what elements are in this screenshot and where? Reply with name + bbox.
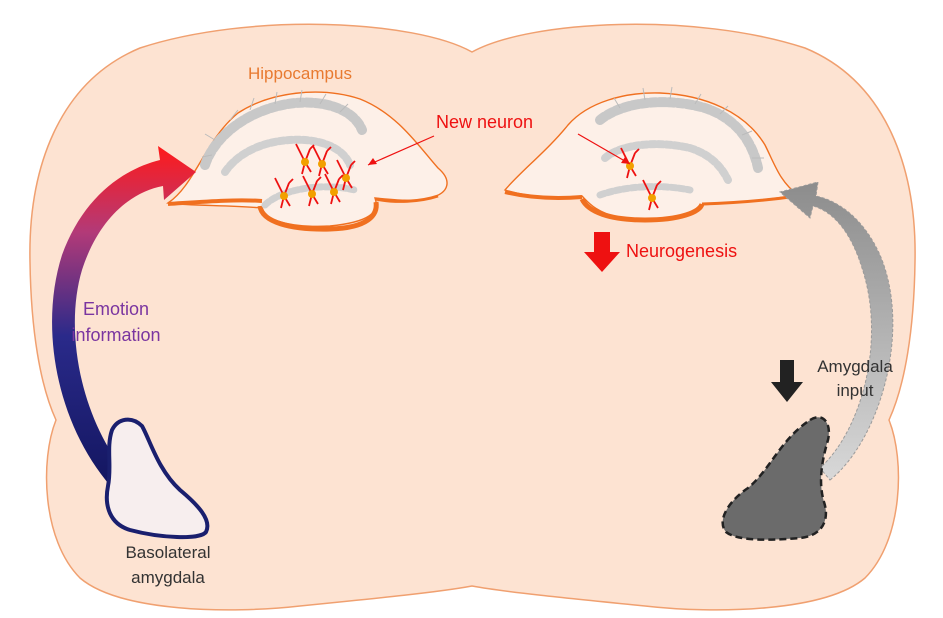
emotion-information-arrow xyxy=(52,146,196,492)
amygdala-input-line1: Amygdala xyxy=(817,357,893,376)
basolateral-amygdala-shape xyxy=(104,417,210,540)
left-hippocampus xyxy=(166,89,448,232)
new-neuron-pointer-right xyxy=(577,133,631,165)
basolateral-line2: amygdala xyxy=(131,568,205,587)
amygdala-input-down-arrow xyxy=(771,360,803,402)
right-hippocampus xyxy=(503,86,800,223)
emotion-information-label: Emotion information xyxy=(56,296,176,348)
neurogenesis-label: Neurogenesis xyxy=(626,241,738,261)
amygdala-input-arrow xyxy=(778,181,894,481)
amygdala-input-label: Amygdala input xyxy=(800,355,910,403)
basolateral-line1: Basolateral xyxy=(125,543,211,562)
emotion-label-line2: information xyxy=(71,325,161,345)
new-neuron-pointer-left xyxy=(367,135,435,166)
neurogenesis-down-arrow xyxy=(584,232,620,272)
amygdala-input-line2: input xyxy=(836,381,874,400)
new-neuron-label: New neuron xyxy=(436,112,534,132)
hippocampus-label: Hippocampus xyxy=(248,64,352,83)
basolateral-amygdala-label: Basolateral amygdala xyxy=(108,540,228,590)
affected-amygdala-shape xyxy=(721,415,831,541)
emotion-label-line1: Emotion xyxy=(82,299,150,319)
